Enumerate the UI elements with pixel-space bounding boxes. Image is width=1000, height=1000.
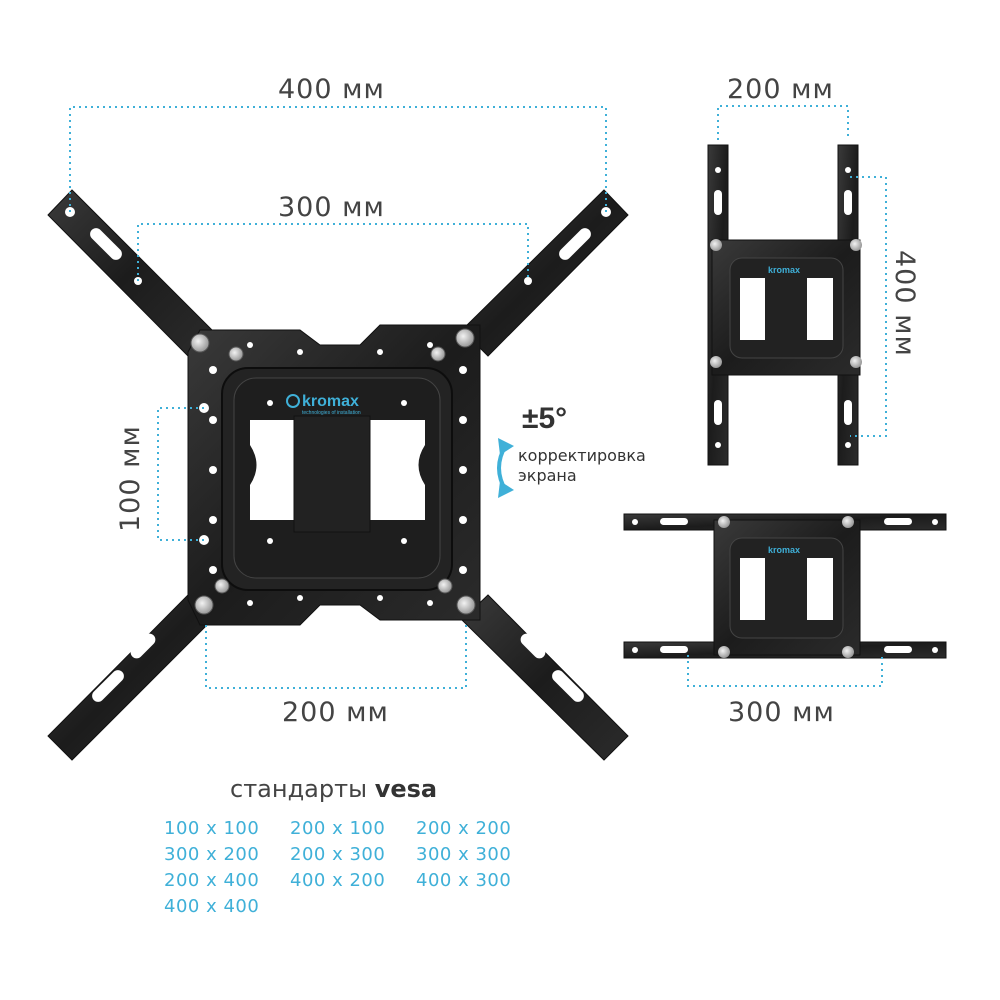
main-arm-bottom-left bbox=[47, 594, 213, 761]
vesa-size: 400 x 400 bbox=[164, 896, 260, 917]
tilt-arrow-icon bbox=[497, 438, 514, 498]
vesa-size: 400 x 200 bbox=[290, 870, 386, 891]
main-arm-top-right bbox=[461, 189, 629, 357]
right-top-brand-text: kromax bbox=[768, 265, 800, 275]
vesa-size: 300 x 200 bbox=[164, 844, 260, 865]
vesa-size: 200 x 200 bbox=[416, 818, 512, 839]
vesa-title: стандарты vesa bbox=[230, 775, 437, 803]
dim-label-200-right-top: 200 мм bbox=[727, 74, 834, 105]
vesa-size: 200 x 400 bbox=[164, 870, 260, 891]
vesa-title-prefix: стандарты bbox=[230, 775, 368, 803]
vesa-size: 300 x 300 bbox=[416, 844, 512, 865]
vesa-size: 100 x 100 bbox=[164, 818, 260, 839]
tilt-value: ±5° bbox=[522, 402, 568, 435]
vesa-sizes-list: 100 x 100 200 x 100 200 x 200 300 x 200 … bbox=[164, 818, 544, 919]
right-bottom-dimension-lines bbox=[687, 655, 883, 687]
dim-label-200-bottom: 200 мм bbox=[282, 697, 389, 728]
vesa-size: 200 x 100 bbox=[290, 818, 386, 839]
right-bottom-brand-text: kromax bbox=[768, 545, 800, 555]
vesa-size: 200 x 300 bbox=[290, 844, 386, 865]
vesa-size: 400 x 300 bbox=[416, 870, 512, 891]
vesa-title-bold: vesa bbox=[374, 775, 438, 803]
kromax-logo-icon bbox=[286, 394, 300, 408]
main-arm-top-left bbox=[47, 189, 213, 357]
dim-label-300-right-bottom: 300 мм bbox=[728, 697, 835, 728]
main-bracket: kromax technologies of installation bbox=[47, 189, 629, 761]
main-screws bbox=[190, 328, 476, 615]
tilt-description: корректировка экрана bbox=[518, 446, 646, 486]
main-arm-bottom-right bbox=[461, 594, 629, 761]
tilt-line-2: экрана bbox=[518, 466, 577, 485]
main-brand-text: kromax bbox=[302, 393, 359, 410]
main-dimension-lines bbox=[69, 106, 607, 689]
main-brand-tagline: technologies of installation bbox=[302, 410, 361, 416]
right-bottom-bracket: kromax bbox=[623, 513, 947, 659]
right-top-dimension-lines bbox=[717, 105, 887, 437]
tilt-line-1: корректировка bbox=[518, 446, 646, 465]
right-top-bracket: kromax bbox=[707, 144, 862, 466]
dim-label-300-inner: 300 мм bbox=[278, 192, 385, 223]
dim-label-400-right-side: 400 мм bbox=[889, 250, 920, 357]
dim-label-100-side: 100 мм bbox=[115, 425, 146, 532]
dim-label-400-top: 400 мм bbox=[278, 74, 385, 105]
